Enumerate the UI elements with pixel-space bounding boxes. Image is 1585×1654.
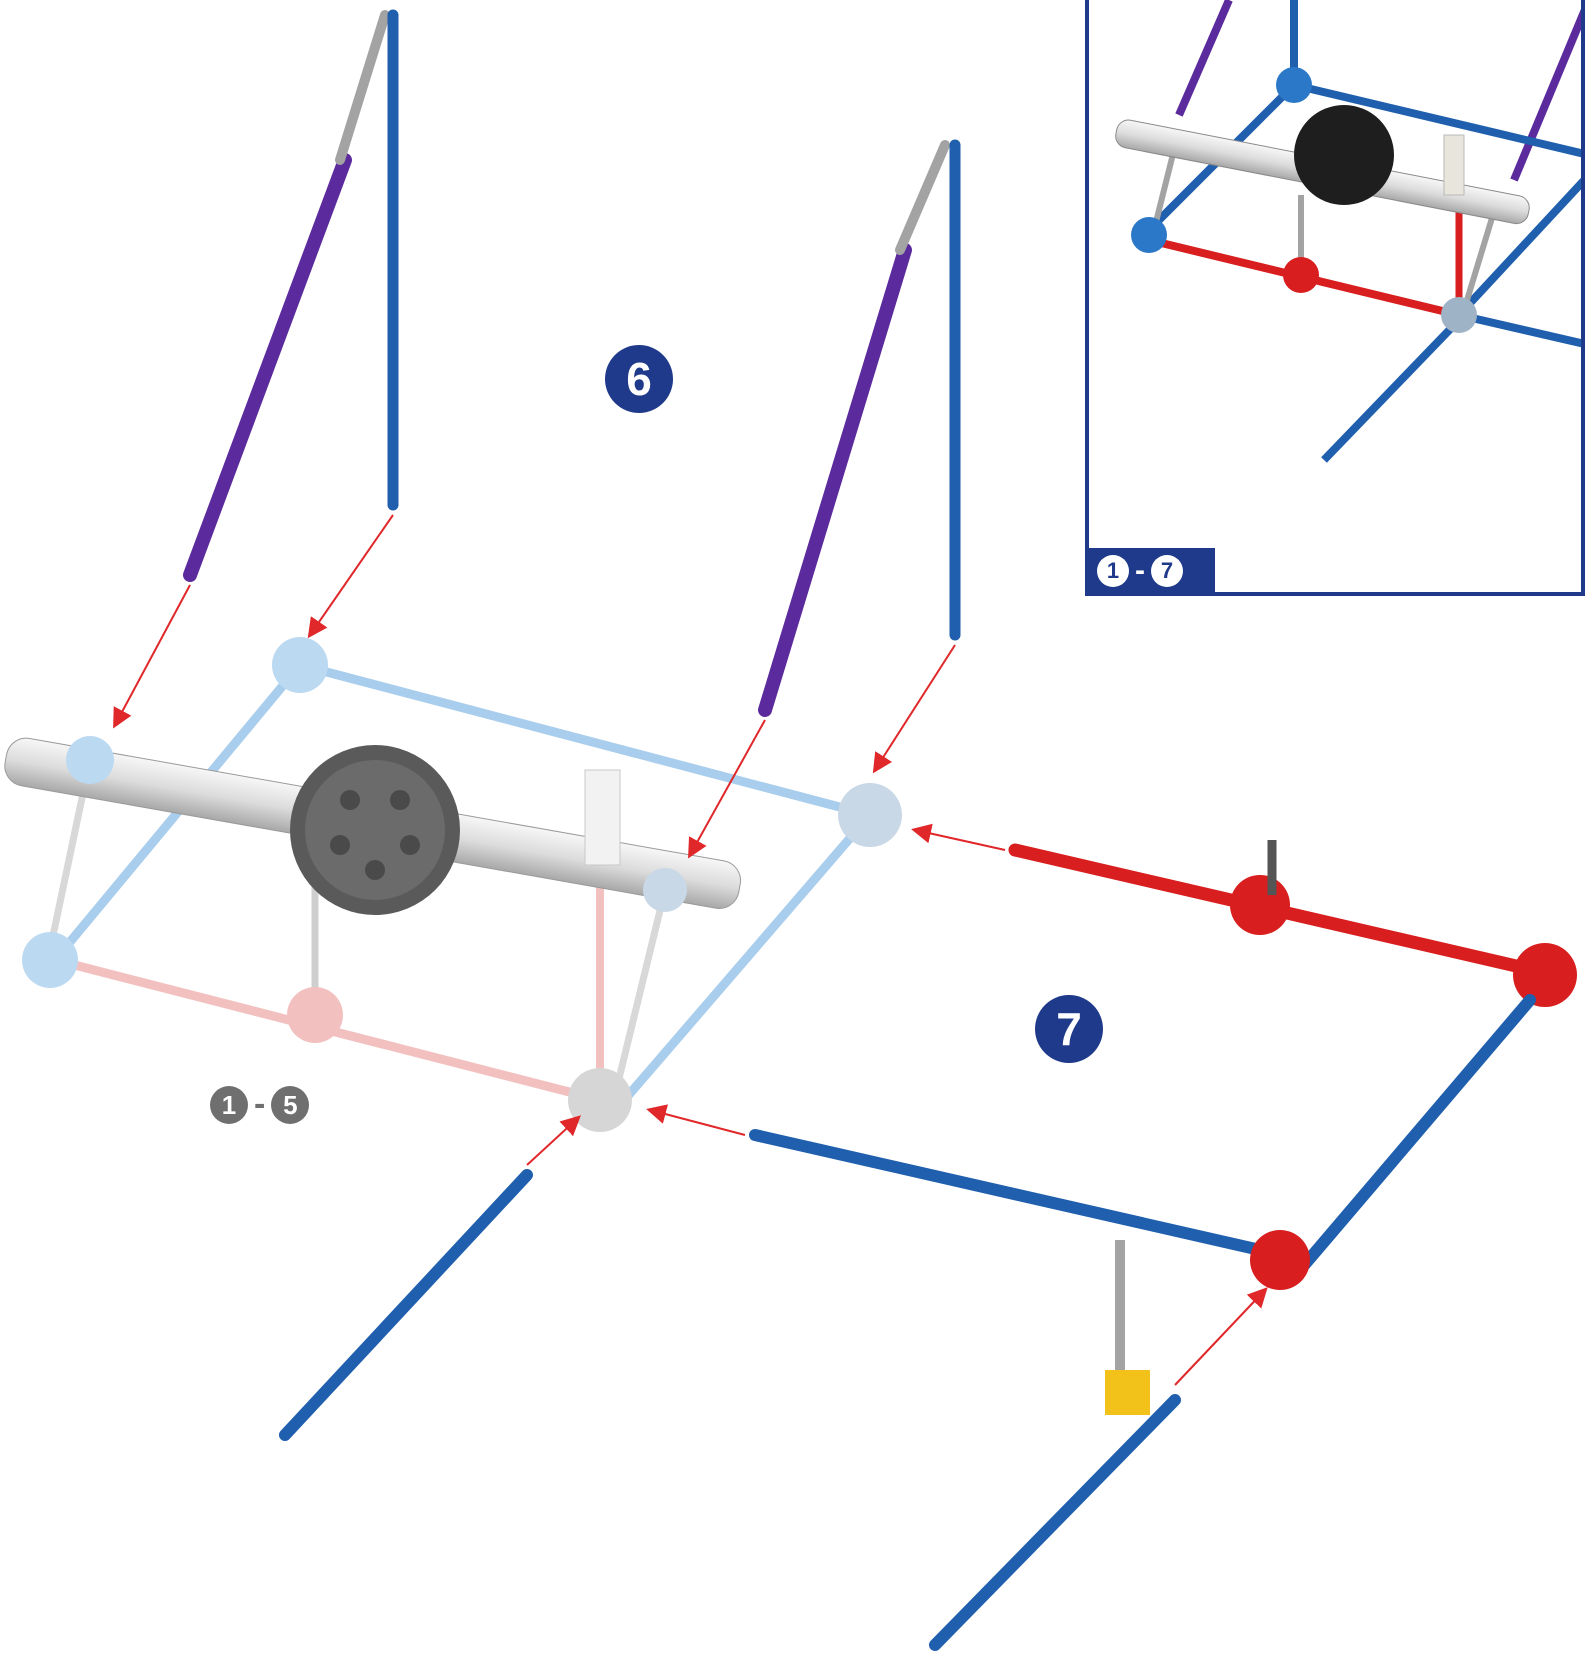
inset-blue-rod-bottom [1321,317,1462,463]
purple-rod-right [758,243,912,717]
range-from: 1 [210,1085,248,1124]
assembly-arrows [113,514,1268,1386]
inset-diagram [1115,0,1581,463]
arrow-blue-middle [646,1104,746,1136]
ghost-hub-axle-right [643,868,687,912]
white-connector [584,769,621,866]
inset-gear-icon [1294,105,1394,205]
step-6-badge: 6 [605,345,673,413]
blue-rod-right-long [1294,994,1536,1276]
arrow-purple-left [113,584,191,729]
ghost-hub-front-left [22,932,78,988]
red-hub-mid [1230,875,1290,935]
inset-range-label: 1 - 7 [1097,554,1183,588]
inset-hub-red [1283,257,1319,293]
inset-hub-front [1441,297,1477,333]
ghost-hub-axle-left [66,736,114,784]
ghost-rod-front [53,955,622,1110]
arrow-blue-left [307,514,394,639]
arrow-yellow [1174,1287,1268,1386]
inset-hub-top [1276,67,1312,103]
red-hub-right [1513,943,1577,1007]
gray-rod-right [895,140,950,255]
ghost-hub-back-left [272,637,328,693]
ghost-hub-front-right [568,1068,632,1132]
arrow-purple-right [688,719,766,859]
inset-blue-rod-front-right [1458,311,1581,348]
inset-blue-rod-back [1293,81,1581,158]
inset-range-tab: 1 - 7 [1089,548,1215,592]
inset-purple-rod-left [1175,0,1233,117]
inset-blue-rod-diag [1456,177,1581,318]
purple-rod-left [183,153,352,582]
yellow-connector [1105,1370,1150,1415]
blue-rod-bottom-left [279,1169,533,1441]
inset-panel: 1 - 7 [1085,0,1585,596]
gear-icon [290,745,460,915]
range-sep: - [254,1085,266,1123]
range-to: 5 [271,1085,310,1124]
range-label-1-5: 1 - 5 [210,1085,310,1124]
gray-rod-left [335,10,390,165]
step-6-parts [183,9,961,717]
step-7-parts [279,840,1577,1651]
inset-purple-rod-right [1510,8,1581,182]
blue-rod-lower [929,1394,1181,1651]
ghost-hub-front-mid [287,987,343,1043]
inset-range-to: 7 [1151,555,1183,587]
inset-hub-left [1131,217,1167,253]
arrow-red-rod [911,823,1006,851]
ghost-rod-right [616,812,874,1108]
arrow-blue-right [872,644,956,774]
inset-range-from: 1 [1097,555,1129,587]
inset-range-sep: - [1135,554,1145,587]
red-hub-bottom [1250,1230,1310,1290]
arrow-blue-bottom-left [526,1115,581,1166]
inset-white-connector [1443,134,1465,196]
ghost-strut-right [611,889,669,1096]
blue-rod-middle [749,1129,1266,1256]
ghost-frame [4,637,902,1132]
ghost-hub-back-right [838,783,902,847]
step-7-badge: 7 [1035,995,1103,1063]
ghost-rod-back [298,660,872,820]
